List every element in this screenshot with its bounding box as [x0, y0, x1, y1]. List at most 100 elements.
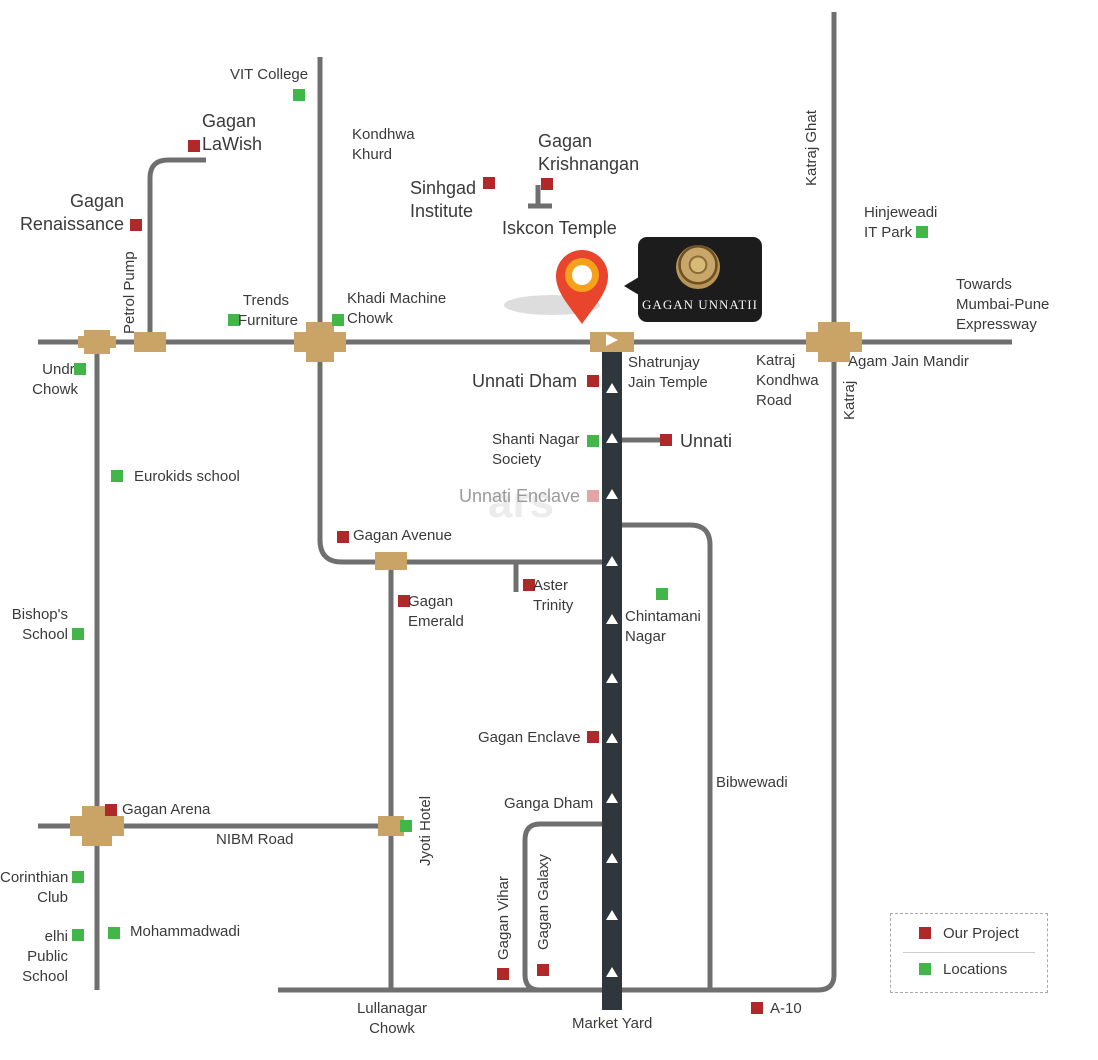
project-marker	[587, 731, 599, 743]
location-marker	[111, 470, 123, 482]
road-label-katraj-kondhwa: Katraj Kondhwa Road	[756, 352, 819, 409]
project-label: Unnati	[680, 431, 733, 451]
legend-location-label: Locations	[943, 961, 1008, 978]
katraj-junction	[806, 322, 862, 362]
badge-pointer	[624, 277, 639, 295]
legend-project-label: Our Project	[943, 925, 1019, 942]
project-label: Sinhgad Institute	[410, 178, 477, 221]
project-label: Gagan Renaissance	[19, 191, 124, 234]
road-label-ganga-dham: Ganga Dham	[504, 795, 594, 812]
junctions	[70, 322, 862, 846]
project-swatch	[919, 927, 931, 939]
location-label: Khadi Machine Chowk	[347, 290, 447, 327]
location-label: Mohammadwadi	[130, 923, 241, 940]
secondary-roads	[38, 12, 1012, 993]
project-badge: GAGAN UNNATII	[624, 237, 762, 322]
project-marker	[130, 219, 142, 231]
project-marker	[188, 140, 200, 152]
junction-arrow	[606, 334, 618, 346]
project-label: Aster Trinity	[533, 577, 574, 614]
location-label: Shanti Nagar Society	[492, 431, 580, 468]
project-marker	[523, 579, 535, 591]
road-label-katraj-ghat: Katraj Ghat	[803, 110, 820, 186]
road-label-jyoti-hotel: Jyoti Hotel	[417, 795, 434, 866]
brand-name: GAGAN UNNATII	[642, 297, 758, 312]
location-marker	[74, 363, 86, 375]
undri-junction	[78, 330, 116, 354]
nibm-junction	[70, 806, 124, 846]
legend-row-project: Our Project	[919, 925, 1019, 942]
location-label: Hinjeweadi IT Park	[864, 204, 938, 241]
legend-row-location: Locations	[919, 961, 1007, 978]
map-legend: Our Project Locations	[890, 913, 1048, 993]
jyoti-hotel-junction	[378, 816, 404, 836]
location-marker	[332, 314, 344, 326]
road-label-lullanagar-chowk: Lullanagar Chowk	[356, 1000, 428, 1037]
location-label: VIT College	[230, 66, 309, 83]
location-label: Corinthian Club	[0, 869, 69, 906]
direction-arrows	[606, 383, 618, 977]
location-marker	[916, 226, 928, 238]
gagan-avenue-junction	[375, 552, 407, 570]
project-marker	[398, 595, 410, 607]
road-label-katraj: Katraj	[841, 380, 858, 420]
road-label-market-yard: Market Yard	[572, 1015, 653, 1032]
khadi-junction	[294, 322, 346, 362]
legend-divider	[903, 952, 1035, 953]
area-label-undri-chowk: Undri Chowk	[32, 361, 78, 398]
project-label: Gagan Avenue	[353, 527, 452, 544]
location-marker	[108, 927, 120, 939]
location-marker	[228, 314, 240, 326]
watermark: ars	[488, 478, 555, 527]
location-marker	[587, 435, 599, 447]
location-label: Eurokids school	[134, 468, 240, 485]
location-label: Agam Jain Mandir	[848, 353, 969, 370]
location-marker	[72, 871, 84, 883]
logo-emblem-icon	[676, 245, 720, 289]
location-marker	[400, 820, 412, 832]
project-label: A-10	[770, 1000, 802, 1017]
project-label: Gagan Enclave	[478, 729, 581, 746]
location-pin-icon	[504, 250, 608, 324]
kondhwa-khurd-road-line	[317, 57, 519, 592]
project-marker	[660, 434, 672, 446]
market-yard-road-line	[278, 974, 837, 993]
project-label: Unnati Dham	[472, 371, 578, 391]
project-label: Gagan LaWish	[202, 111, 263, 154]
project-label: Gagan Emerald	[408, 593, 464, 630]
location-label: Bishop's School	[11, 606, 68, 643]
location-marker	[656, 588, 668, 600]
project-marker	[337, 531, 349, 543]
bibwewadi-road-line	[620, 522, 713, 990]
area-label-kondhwa-khurd: Kondhwa Khurd	[352, 126, 415, 163]
project-label: Gagan Arena	[122, 801, 211, 818]
landmark-label-iskcon: Iskcon Temple	[502, 218, 617, 238]
petrol-pump-road-line	[147, 157, 206, 342]
location-swatch	[919, 963, 931, 975]
project-label: Unnati Enclave	[459, 486, 581, 506]
project-marker	[751, 1002, 763, 1014]
location-label: Shatrunjay Jain Temple	[628, 354, 708, 391]
project-label: Gagan Krishnangan	[538, 131, 640, 174]
project-marker	[587, 375, 599, 387]
road-label-gagan-vihar: Gagan Vihar	[495, 876, 512, 960]
road-label-towards-expressway: Towards Mumbai-Pune Expressway	[956, 276, 1050, 333]
project-marker	[541, 178, 553, 190]
project-marker	[537, 964, 549, 976]
road-label-gagan-galaxy: Gagan Galaxy	[535, 854, 552, 950]
project-marker	[497, 968, 509, 980]
road-label-petrol-pump: Petrol Pump	[121, 251, 138, 334]
road-label-bibwewadi: Bibwewadi	[716, 774, 788, 791]
location-label: Trends Furniture	[238, 292, 299, 329]
location-marker	[293, 89, 305, 101]
location-marker	[72, 929, 84, 941]
location-label: Chintamani Nagar	[625, 608, 701, 645]
location-marker	[72, 628, 84, 640]
project-marker	[587, 490, 599, 502]
project-marker	[105, 804, 117, 816]
project-marker	[483, 177, 495, 189]
gagan-vihar-loop	[522, 821, 604, 993]
petrol-pump-junction	[134, 332, 166, 352]
